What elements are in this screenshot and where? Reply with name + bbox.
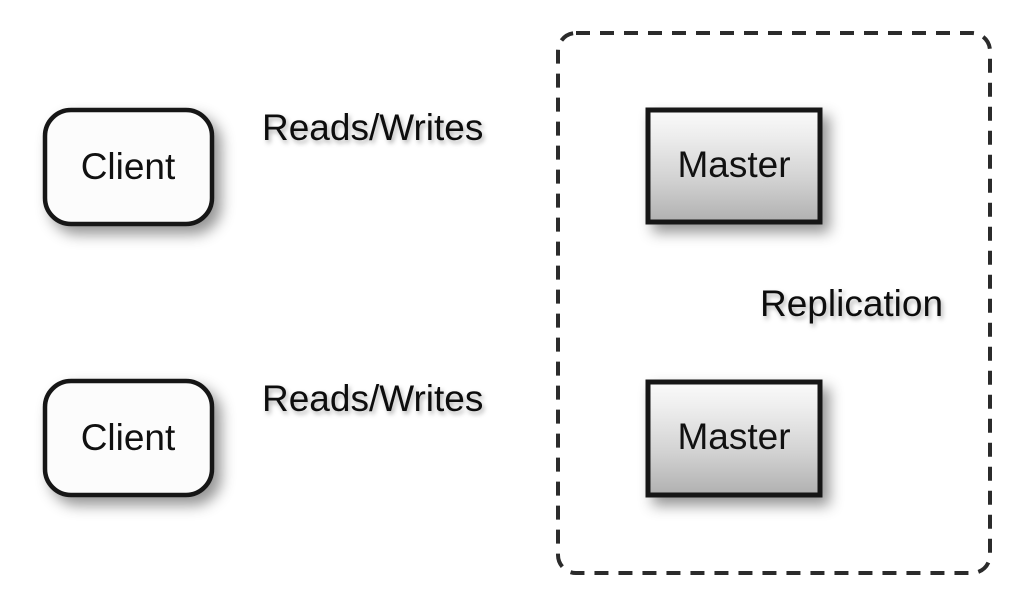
node-master-bottom[interactable]: Master [645, 379, 823, 498]
node-client-bottom-label: Client [81, 417, 176, 458]
node-master-bottom-label: Master [677, 416, 790, 457]
node-master-top[interactable]: Master [645, 107, 823, 225]
replication-cluster-boundary [556, 31, 992, 575]
node-client-top-label: Client [81, 146, 176, 187]
node-master-top-label: Master [677, 144, 790, 185]
edge-label-reads-writes-bottom: Reads/Writes [262, 378, 483, 419]
edge-label-replication: Replication [760, 283, 943, 324]
edge-label-reads-writes-top: Reads/Writes [262, 107, 483, 148]
node-client-top[interactable]: Client [42, 107, 215, 227]
node-client-bottom[interactable]: Client [42, 378, 215, 498]
